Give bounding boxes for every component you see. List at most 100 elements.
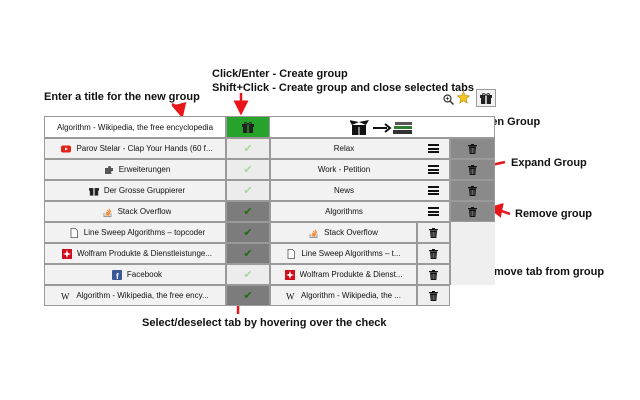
expand-group-button[interactable] xyxy=(417,138,450,159)
arrow-enter-title xyxy=(171,102,187,119)
svg-text:f: f xyxy=(116,272,119,280)
group-tab-row[interactable]: Wolfram Produkte & Dienst... xyxy=(270,264,417,285)
group-tab-label: Line Sweep Algorithms – t... xyxy=(301,249,401,258)
remove-group-button[interactable] xyxy=(450,138,495,159)
tab-select-check[interactable]: ✔ xyxy=(226,285,270,306)
gift-box-icon xyxy=(242,121,254,133)
check-icon: ✔ xyxy=(243,269,253,281)
star-icon[interactable] xyxy=(456,90,471,104)
group-row[interactable]: News xyxy=(270,180,417,201)
group-name: Relax xyxy=(333,144,355,153)
trash-icon xyxy=(468,164,477,175)
tab-label: Wolfram Produkte & Dienstleistunge... xyxy=(76,249,213,258)
tab-row[interactable]: Erweiterungen xyxy=(44,159,226,180)
tab-label: Facebook xyxy=(126,270,163,279)
tab-label: Line Sweep Algorithms – topcoder xyxy=(83,228,206,237)
trash-icon xyxy=(468,206,477,217)
tab-row[interactable]: f Facebook xyxy=(44,264,226,285)
tab-label: Parov Stelar - Clap Your Hands (60 f... xyxy=(76,144,213,153)
trash-icon xyxy=(468,185,477,196)
tab-label: Algorithm - Wikipedia, the free ency... xyxy=(76,291,209,300)
trash-icon xyxy=(429,248,438,259)
check-icon: ✔ xyxy=(243,227,253,239)
wikipedia-icon: W xyxy=(286,291,296,301)
group-tab-row[interactable]: Stack Overflow xyxy=(270,222,417,243)
tab-label: Erweiterungen xyxy=(118,165,171,174)
tab-row[interactable]: Stack Overflow xyxy=(44,201,226,222)
tab-row[interactable]: Der Grosse Gruppierer xyxy=(44,180,226,201)
trash-icon xyxy=(429,290,438,301)
trash-icon xyxy=(429,269,438,280)
stackoverflow-icon xyxy=(309,228,319,238)
annotation-expand-group: Expand Group xyxy=(511,157,587,169)
group-panel-filler xyxy=(450,222,495,285)
group-title-input[interactable]: Algorithm - Wikipedia, the free encyclop… xyxy=(44,116,226,138)
svg-text:W: W xyxy=(61,291,70,301)
tab-label: Stack Overflow xyxy=(117,207,172,216)
group-row[interactable]: Work - Petition xyxy=(270,159,417,180)
box-to-stack-icon xyxy=(350,118,414,136)
tab-row[interactable]: Parov Stelar - Clap Your Hands (60 f... xyxy=(44,138,226,159)
check-icon: ✔ xyxy=(243,206,253,218)
annotation-create-group: Click/Enter - Create group xyxy=(212,68,348,80)
check-icon: ✔ xyxy=(243,143,253,155)
tab-row[interactable]: Line Sweep Algorithms – topcoder xyxy=(44,222,226,243)
remove-group-button[interactable] xyxy=(450,201,495,222)
wikipedia-icon: W xyxy=(61,291,71,301)
group-tab-row[interactable]: Line Sweep Algorithms – t... xyxy=(270,243,417,264)
facebook-icon: f xyxy=(111,269,122,281)
annotation-create-close: Shift+Click - Create group and close sel… xyxy=(212,82,474,94)
check-icon: ✔ xyxy=(243,164,253,176)
stackoverflow-icon xyxy=(103,207,113,217)
svg-text:W: W xyxy=(286,291,295,301)
annotation-remove-group: Remove group xyxy=(515,208,593,220)
check-icon: ✔ xyxy=(243,248,253,260)
group-row[interactable]: Relax xyxy=(270,138,417,159)
puzzle-icon xyxy=(104,165,114,175)
tab-select-check[interactable]: ✔ xyxy=(226,180,270,201)
group-row[interactable]: Algorithms xyxy=(270,201,417,222)
group-tab-label: Algorithm - Wikipedia, the ... xyxy=(300,291,402,300)
annotation-remove-tab: Remove tab from group xyxy=(480,266,605,278)
tab-select-check[interactable]: ✔ xyxy=(226,222,270,243)
groups-header xyxy=(270,116,495,138)
tab-select-check[interactable]: ✔ xyxy=(226,159,270,180)
expand-group-button[interactable] xyxy=(417,159,450,180)
create-group-button[interactable] xyxy=(226,116,270,138)
menu-icon xyxy=(427,186,439,195)
menu-icon xyxy=(427,144,439,153)
gift-box-icon xyxy=(480,92,492,104)
expand-group-button[interactable] xyxy=(417,201,450,222)
remove-tab-button[interactable] xyxy=(417,264,450,285)
remove-tab-button[interactable] xyxy=(417,222,450,243)
youtube-icon xyxy=(61,144,72,154)
tab-select-check[interactable]: ✔ xyxy=(226,138,270,159)
wolfram-icon xyxy=(284,269,295,280)
remove-group-button[interactable] xyxy=(450,180,495,201)
wolfram-icon xyxy=(61,248,72,259)
zoom-icon[interactable] xyxy=(443,92,455,106)
group-tab-label: Wolfram Produkte & Dienst... xyxy=(299,270,403,279)
extension-button[interactable] xyxy=(476,89,496,107)
page-icon xyxy=(69,227,79,238)
check-icon: ✔ xyxy=(243,185,253,197)
tab-select-check[interactable]: ✔ xyxy=(226,264,270,285)
tab-select-check[interactable]: ✔ xyxy=(226,201,270,222)
tab-row[interactable]: Wolfram Produkte & Dienstleistunge... xyxy=(44,243,226,264)
gift-box-icon xyxy=(88,186,99,196)
tab-label: Der Grosse Gruppierer xyxy=(103,186,186,195)
menu-icon xyxy=(427,165,439,174)
annotation-select-tab: Select/deselect tab by hovering over the… xyxy=(142,317,387,329)
menu-icon xyxy=(427,207,439,216)
remove-tab-button[interactable] xyxy=(417,285,450,306)
group-name: News xyxy=(333,186,354,195)
tab-select-check[interactable]: ✔ xyxy=(226,243,270,264)
check-icon: ✔ xyxy=(243,290,253,302)
expand-group-button[interactable] xyxy=(417,180,450,201)
trash-icon xyxy=(429,227,438,238)
trash-icon xyxy=(468,143,477,154)
remove-group-button[interactable] xyxy=(450,159,495,180)
tab-row[interactable]: W Algorithm - Wikipedia, the free ency... xyxy=(44,285,226,306)
remove-tab-button[interactable] xyxy=(417,243,450,264)
group-tab-row[interactable]: W Algorithm - Wikipedia, the ... xyxy=(270,285,417,306)
